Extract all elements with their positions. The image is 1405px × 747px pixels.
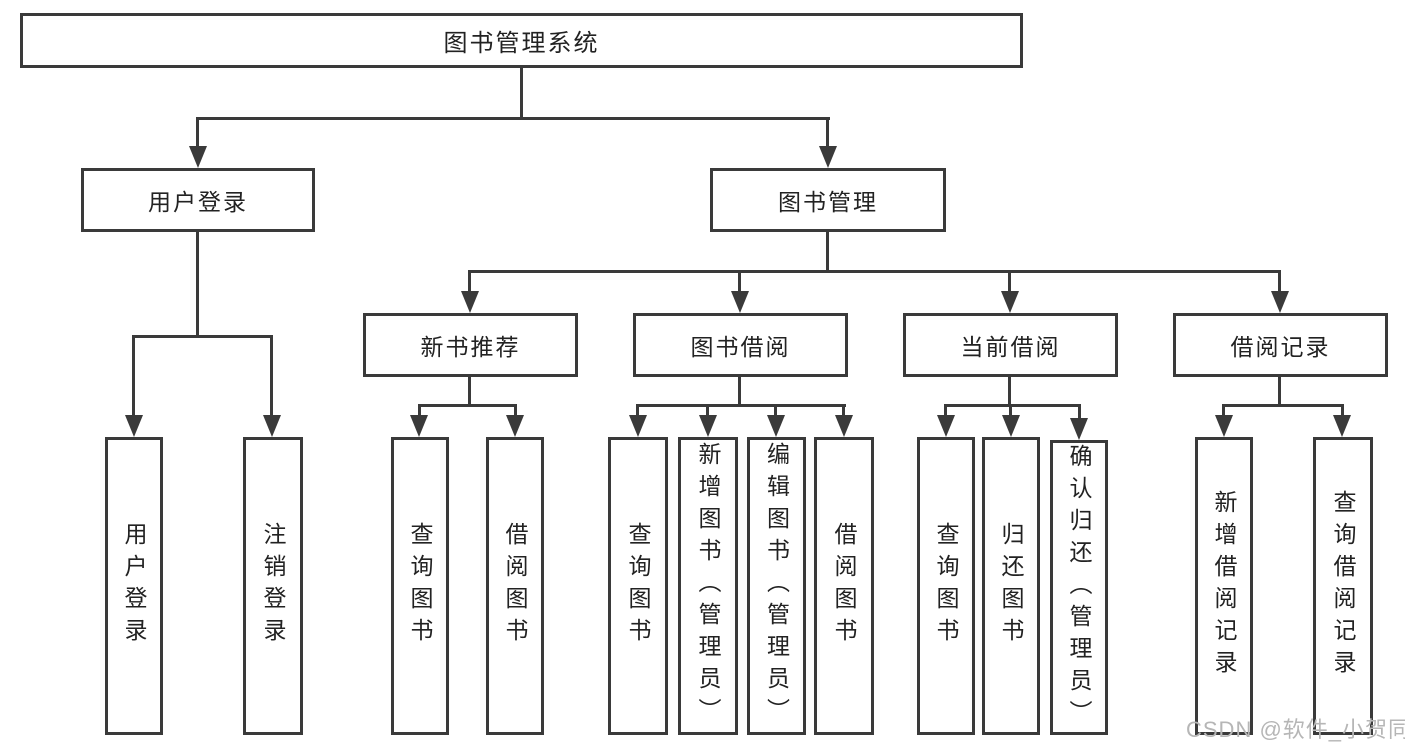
connector-leaf-stem [1341,404,1344,418]
leaf-recommend-query-book: 查询图书 [391,437,449,735]
node-current-borrow: 当前借阅 [903,313,1118,377]
connector-leaf-stem [706,404,709,418]
connector-level3-stem [1278,270,1281,295]
connector-book-mgmt-stem [826,117,829,149]
arrow-down-icon [835,415,853,437]
arrow-down-icon [699,415,717,437]
connector-leaf-stem [1009,404,1012,418]
arrow-down-icon [410,415,428,437]
connector-user-login-rail [132,335,273,338]
node-book-borrow: 图书借阅 [633,313,848,377]
connector-leaf-stem [842,404,845,418]
leaf-add-book-admin: 新增图书（管理员） [678,437,738,735]
leaf-borrow-book: 借阅图书 [814,437,874,735]
csdn-watermark: CSDN @软件_小贺同学 [1186,717,1405,742]
connector-leaf-stem [418,404,421,418]
connector-group-drop [738,377,741,407]
arrow-down-icon [1215,415,1233,437]
connector-group-rail [636,404,846,407]
connector-leaf-stem [132,335,135,417]
connector-group-drop [1278,377,1281,407]
connector-book-mgmt-drop [826,232,829,273]
arrow-down-icon [1001,291,1019,313]
arrow-down-icon [506,415,524,437]
connector-level3-rail [468,270,1281,273]
node-book-management: 图书管理 [710,168,946,232]
connector-user-login-stem [196,117,199,149]
connector-group-rail [1222,404,1344,407]
arrow-down-icon [937,415,955,437]
connector-leaf-stem [270,335,273,417]
connector-group-drop [1008,377,1011,407]
leaf-user-login: 用户登录 [105,437,163,735]
connector-group-rail [418,404,517,407]
arrow-down-icon [1070,418,1088,440]
arrow-down-icon [819,146,837,168]
node-borrow-records: 借阅记录 [1173,313,1388,377]
leaf-current-query-book: 查询图书 [917,437,975,735]
connector-leaf-stem [514,404,517,418]
leaf-borrow-query-book: 查询图书 [608,437,668,735]
connector-leaf-stem [944,404,947,418]
leaf-edit-book-admin: 编辑图书（管理员） [747,437,806,735]
arrow-down-icon [125,415,143,437]
node-new-book-recommend: 新书推荐 [363,313,578,377]
arrow-down-icon [767,415,785,437]
arrow-down-icon [1002,415,1020,437]
connector-level3-stem [738,270,741,295]
leaf-confirm-return-admin: 确认归还（管理员） [1050,440,1108,735]
connector-leaf-stem [774,404,777,418]
leaf-return-book: 归还图书 [982,437,1040,735]
connector-leaf-stem [1078,404,1081,418]
connector-group-rail [944,404,1081,407]
connector-root-drop [520,66,523,119]
connector-leaf-stem [1222,404,1225,418]
arrow-down-icon [629,415,647,437]
arrow-down-icon [1333,415,1351,437]
arrow-down-icon [461,291,479,313]
leaf-logout-login: 注销登录 [243,437,303,735]
arrow-down-icon [263,415,281,437]
connector-user-login-drop [196,232,199,337]
leaf-query-borrow-record: 查询借阅记录 [1313,437,1373,735]
connector-leaf-stem [636,404,639,418]
leaf-recommend-borrow-book: 借阅图书 [486,437,544,735]
leaf-add-borrow-record: 新增借阅记录 [1195,437,1253,735]
connector-group-drop [468,377,471,407]
arrow-down-icon [731,291,749,313]
node-user-login: 用户登录 [81,168,315,232]
connector-level3-stem [1008,270,1011,295]
connector-level2-rail [196,117,830,120]
arrow-down-icon [1271,291,1289,313]
connector-level3-stem [468,270,471,295]
node-library-system: 图书管理系统 [20,13,1023,68]
arrow-down-icon [189,146,207,168]
